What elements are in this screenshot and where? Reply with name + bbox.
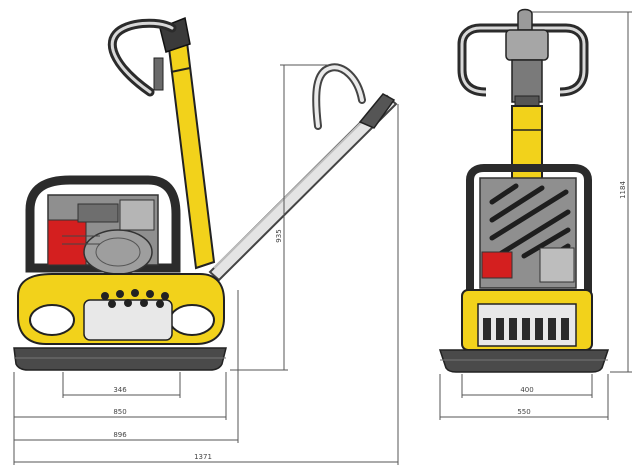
front-inner-width-label: 400 (520, 386, 533, 394)
side-inner-width-label: 346 (113, 386, 127, 394)
side-base-width-label: 850 (113, 408, 126, 416)
front-base-width-label: 550 (517, 408, 530, 416)
engine-housing-side (25, 175, 181, 275)
engine-housing-front (466, 164, 592, 298)
side-total-length-label: 1371 (194, 453, 212, 461)
side-overall-width-label: 896 (113, 431, 127, 439)
base-plate-side (13, 347, 227, 371)
yellow-guard-front (461, 289, 593, 351)
yellow-handle-post (159, 16, 216, 270)
yellow-guard-side (17, 273, 225, 345)
front-dimension-lines (439, 11, 632, 420)
side-view: 346 850 896 1371 935 (13, 16, 399, 465)
handle-grip-upright (107, 18, 177, 97)
base-plate-front (438, 349, 610, 373)
side-height-label: 935 (275, 229, 283, 242)
yellow-post-front (511, 105, 543, 185)
front-height-label: 1184 (619, 181, 627, 199)
front-view: 400 550 1184 (438, 8, 632, 420)
front-dimension-labels: 400 550 1184 (517, 181, 627, 416)
handle-grip-front (457, 8, 589, 107)
side-dimension-labels: 346 850 896 1371 935 (113, 229, 283, 461)
guide-handle-extended (208, 63, 398, 282)
side-dimension-lines (13, 64, 399, 465)
